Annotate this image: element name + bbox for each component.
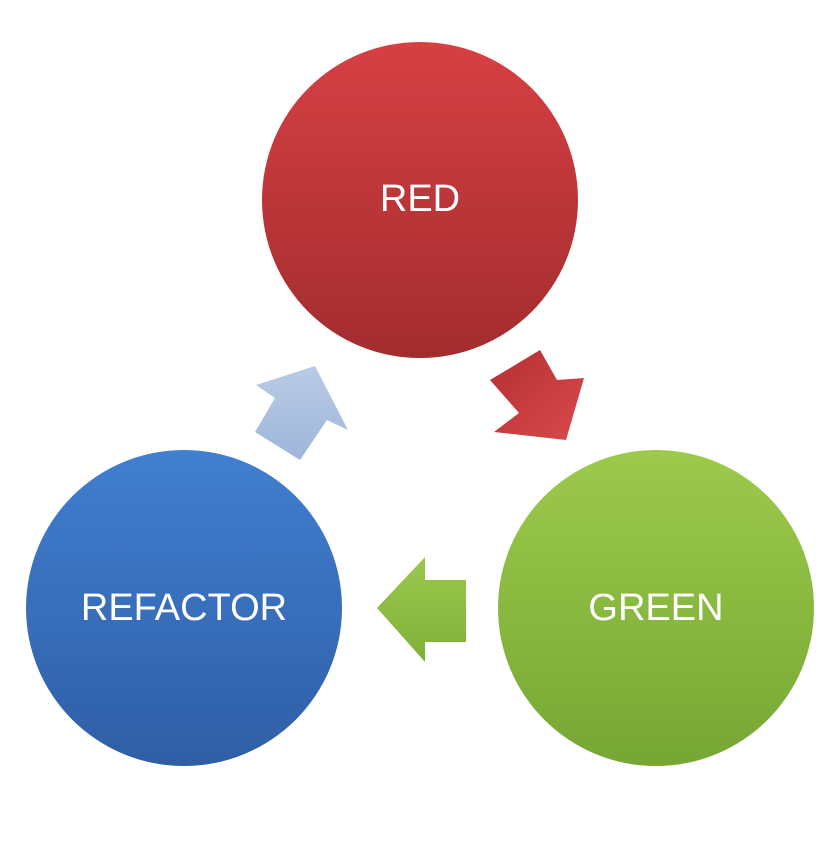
arrow-refactor-to-red-shape bbox=[255, 366, 348, 460]
arrow-refactor-to-red bbox=[255, 366, 348, 460]
red-node: RED bbox=[262, 42, 578, 358]
green-node: GREEN bbox=[498, 450, 814, 766]
arrow-green-to-refactor bbox=[377, 557, 466, 662]
green-circle bbox=[498, 450, 814, 766]
red-circle bbox=[262, 42, 578, 358]
green-label: GREEN bbox=[588, 587, 723, 629]
refactor-node: REFACTOR bbox=[26, 450, 342, 766]
arrow-red-to-green bbox=[490, 350, 584, 440]
refactor-label: REFACTOR bbox=[81, 587, 287, 629]
refactor-circle bbox=[26, 450, 342, 766]
red-label: RED bbox=[380, 178, 460, 220]
arrow-green-to-refactor-shape bbox=[377, 557, 466, 662]
arrow-red-to-green-shape bbox=[490, 350, 584, 440]
